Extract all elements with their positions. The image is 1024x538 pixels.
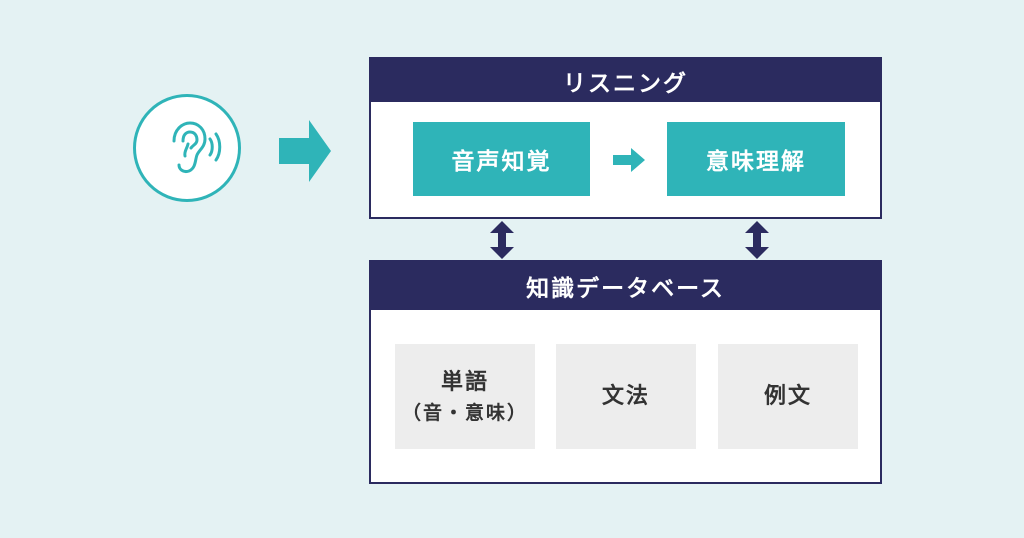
example-sentences-label: 例文 — [763, 384, 812, 409]
ear-icon-circle — [133, 94, 241, 202]
knowledge-item-vocabulary: 単語 （音・意味） — [395, 344, 535, 449]
knowledge-item-example-sentences: 例文 — [718, 344, 858, 449]
knowledge-item-grammar: 文法 — [556, 344, 696, 449]
vocabulary-label: 単語 — [440, 369, 489, 395]
listening-title: リスニング — [371, 59, 880, 102]
arrow-up-down-icon — [490, 221, 514, 259]
arrow-right-icon — [279, 120, 331, 182]
vocabulary-sub-label: （音・意味） — [401, 401, 528, 424]
step-meaning-comprehension: 意味理解 — [667, 122, 845, 196]
grammar-label: 文法 — [601, 384, 650, 409]
knowledge-title: 知識データベース — [371, 262, 880, 310]
step-sound-perception: 音声知覚 — [413, 122, 590, 196]
arrow-up-down-icon — [745, 221, 769, 259]
arrow-right-icon — [613, 148, 645, 172]
ear-icon — [172, 121, 222, 173]
